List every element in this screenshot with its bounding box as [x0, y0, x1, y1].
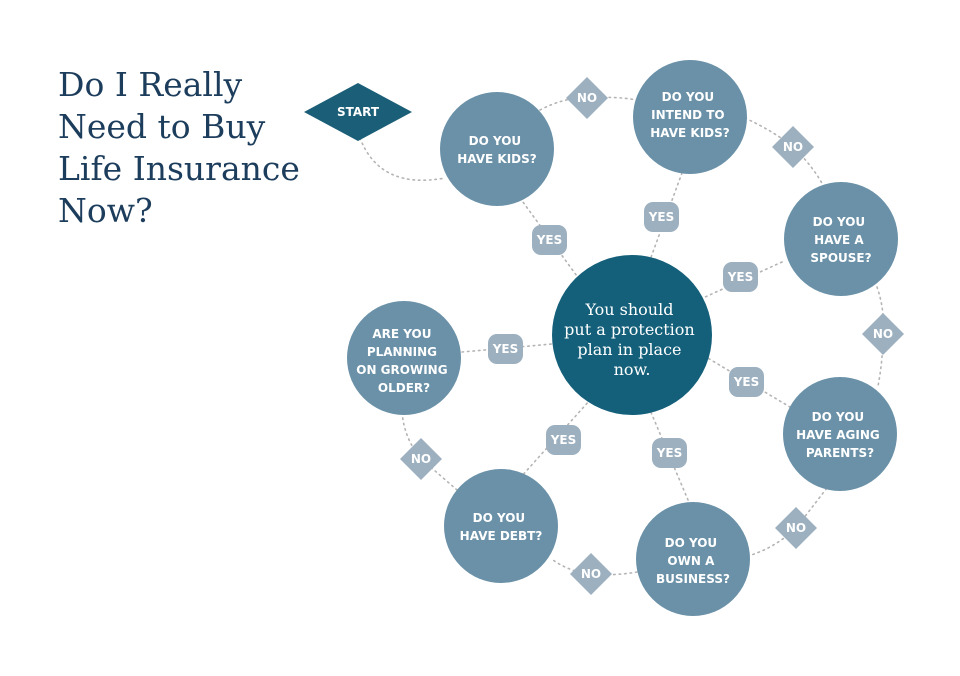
no-label: NO [577, 91, 597, 105]
svg-text:DO YOU HAVE A SPOU: DO YOU HAVE A SPOUSE? [810, 215, 871, 265]
q-spouse-line-3: SPOUSE? [810, 251, 871, 265]
yes-label: YES [492, 342, 519, 356]
svg-text:DO YOU HAVE KIDS?: DO YOU HAVE KIDS? [457, 134, 537, 166]
no-badge-spouse: NO [862, 313, 904, 355]
no-badge-parents: NO [775, 507, 817, 549]
question-have-debt: DO YOU HAVE DEBT? [444, 469, 558, 583]
center-line-3: plan in place [577, 340, 681, 359]
q-debt-line-1: DO YOU [473, 511, 526, 525]
start-node: START [304, 83, 412, 141]
no-label: NO [581, 567, 601, 581]
yes-label: YES [656, 446, 683, 460]
yes-badge-parents: YES [729, 367, 764, 397]
connector-start-kids [359, 137, 446, 182]
svg-text:DO YOU INTEND TO H: DO YOU INTEND TO HAVE KIDS? [650, 90, 730, 140]
title-line-2: Need to Buy [58, 107, 266, 146]
q-debt-line-2: HAVE DEBT? [460, 529, 543, 543]
center-result: You should put a protection plan in plac… [552, 255, 712, 415]
yes-label: YES [727, 270, 754, 284]
question-have-kids: DO YOU HAVE KIDS? [440, 92, 554, 206]
center-line-4: now. [614, 360, 651, 379]
yes-label: YES [733, 375, 760, 389]
connector-no-spouse [792, 146, 824, 186]
no-badge-kids: NO [566, 77, 608, 119]
no-badge-business: NO [570, 553, 612, 595]
center-line-1: You should [584, 300, 673, 319]
q-parents-line-2: HAVE AGING [796, 428, 880, 442]
yes-badge-debt: YES [546, 425, 581, 455]
no-badge-intend: NO [772, 126, 814, 168]
yes-badge-intend: YES [644, 202, 679, 232]
no-label: NO [873, 327, 893, 341]
connector-no-intend [586, 96, 638, 101]
connector-yes-intend [649, 172, 683, 261]
yes-label: YES [536, 233, 563, 247]
yes-badge-kids: YES [532, 225, 567, 255]
yes-badge-business: YES [652, 438, 687, 468]
q-business-line-3: BUSINESS? [656, 572, 730, 586]
q-older-line-3: ON GROWING [356, 363, 447, 377]
q-intend-line-2: INTEND TO [651, 108, 724, 122]
q-older-line-1: ARE YOU [372, 327, 431, 341]
q-kids-line-2: HAVE KIDS? [457, 152, 537, 166]
q-business-line-1: DO YOU [665, 536, 718, 550]
page-title: Do I Really Need to Buy Life Insurance N… [58, 64, 328, 232]
svg-text:DO YOU HAVE DEBT?: DO YOU HAVE DEBT? [460, 511, 543, 543]
svg-text:DO YOU OWN A BUSIN: DO YOU OWN A BUSINESS? [656, 536, 730, 586]
yes-badge-spouse: YES [723, 262, 758, 292]
no-label: NO [786, 521, 806, 535]
q-spouse-line-2: HAVE A [814, 233, 864, 247]
q-older-line-4: OLDER? [378, 381, 430, 395]
yes-badge-older: YES [488, 334, 523, 364]
connector-yes-debt [519, 399, 591, 479]
question-growing-older: ARE YOU PLANNING ON GROWING OLDER? [347, 301, 461, 415]
q-intend-line-3: HAVE KIDS? [650, 126, 730, 140]
svg-text:DO YOU HAVE AGING: DO YOU HAVE AGING PARENTS? [796, 410, 884, 460]
connector-business-debt [590, 571, 638, 576]
no-badge-debt: NO [400, 438, 442, 480]
question-aging-parents: DO YOU HAVE AGING PARENTS? [783, 377, 897, 491]
q-parents-line-1: DO YOU [812, 410, 865, 424]
svg-text:You should put a protect: You should put a protection plan in plac… [564, 300, 700, 379]
title-line-1: Do I Really [58, 65, 243, 104]
yes-label: YES [648, 210, 675, 224]
title-line-4: Now? [58, 191, 153, 230]
question-intend-kids: DO YOU INTEND TO HAVE KIDS? [633, 60, 747, 174]
yes-label: YES [550, 433, 577, 447]
no-label: NO [411, 452, 431, 466]
center-line-2: put a protection [564, 320, 695, 339]
connector-yes-kids [519, 197, 583, 284]
title-line-3: Life Insurance [58, 149, 300, 188]
q-business-line-2: OWN A [667, 554, 715, 568]
connector-intend-spouse [744, 117, 794, 148]
q-intend-line-1: DO YOU [662, 90, 715, 104]
q-kids-line-1: DO YOU [469, 134, 522, 148]
question-have-spouse: DO YOU HAVE A SPOUSE? [784, 182, 898, 296]
q-spouse-line-1: DO YOU [813, 215, 866, 229]
no-label: NO [783, 140, 803, 154]
q-parents-line-3: PARENTS? [806, 446, 874, 460]
question-own-business: DO YOU OWN A BUSINESS? [636, 502, 750, 616]
start-label: START [337, 105, 380, 119]
q-older-line-2: PLANNING [367, 345, 437, 359]
svg-text:ARE YOU PLANNING O: ARE YOU PLANNING ON GROWING OLDER? [356, 327, 452, 395]
